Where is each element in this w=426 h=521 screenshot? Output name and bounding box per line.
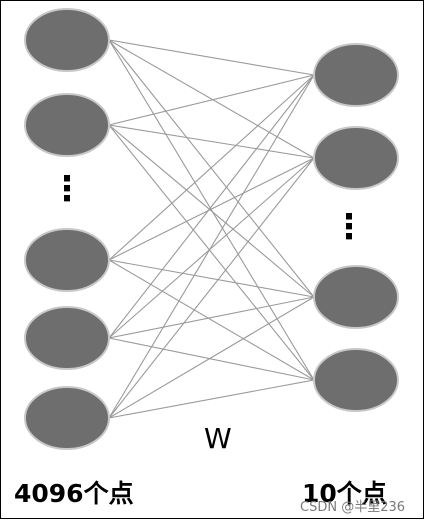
edge-1-1 — [108, 39, 315, 76]
input-node-4 — [24, 306, 110, 370]
weight-matrix-label: W — [204, 422, 232, 455]
edge-5-4 — [108, 379, 315, 419]
output-layer-count-label: 10个点 — [302, 479, 387, 508]
edge-3-1 — [108, 74, 315, 261]
output-node-2 — [313, 126, 399, 190]
edge-1-3 — [108, 39, 315, 298]
edge-3-3 — [108, 259, 315, 298]
output-node-3 — [313, 265, 399, 329]
edge-4-1 — [108, 74, 315, 339]
output-node-4 — [313, 348, 399, 412]
neuron-nodes — [24, 8, 399, 450]
input-node-3 — [24, 228, 110, 292]
input-layer-count-label: 4096个点 — [14, 479, 134, 508]
connection-edges — [108, 39, 315, 419]
input-node-5 — [24, 386, 110, 450]
input-node-2 — [24, 93, 110, 157]
edge-5-2 — [108, 157, 315, 419]
right-ellipsis: ⋮ — [332, 207, 366, 247]
watermark: CSDN @半里236 — [300, 500, 406, 515]
edge-2-2 — [108, 124, 315, 159]
edge-1-4 — [108, 39, 315, 381]
input-node-1 — [24, 8, 110, 72]
edge-1-2 — [108, 39, 315, 159]
output-node-1 — [313, 43, 399, 107]
left-ellipsis: ⋮ — [50, 169, 84, 209]
edge-5-1 — [108, 74, 315, 419]
edge-2-4 — [108, 124, 315, 381]
edge-2-3 — [108, 124, 315, 298]
edge-3-2 — [108, 157, 315, 261]
edge-3-4 — [108, 259, 315, 381]
edge-2-1 — [108, 74, 315, 126]
edge-4-3 — [108, 296, 315, 339]
edge-5-3 — [108, 296, 315, 419]
edge-4-4 — [108, 337, 315, 381]
edge-4-2 — [108, 157, 315, 339]
